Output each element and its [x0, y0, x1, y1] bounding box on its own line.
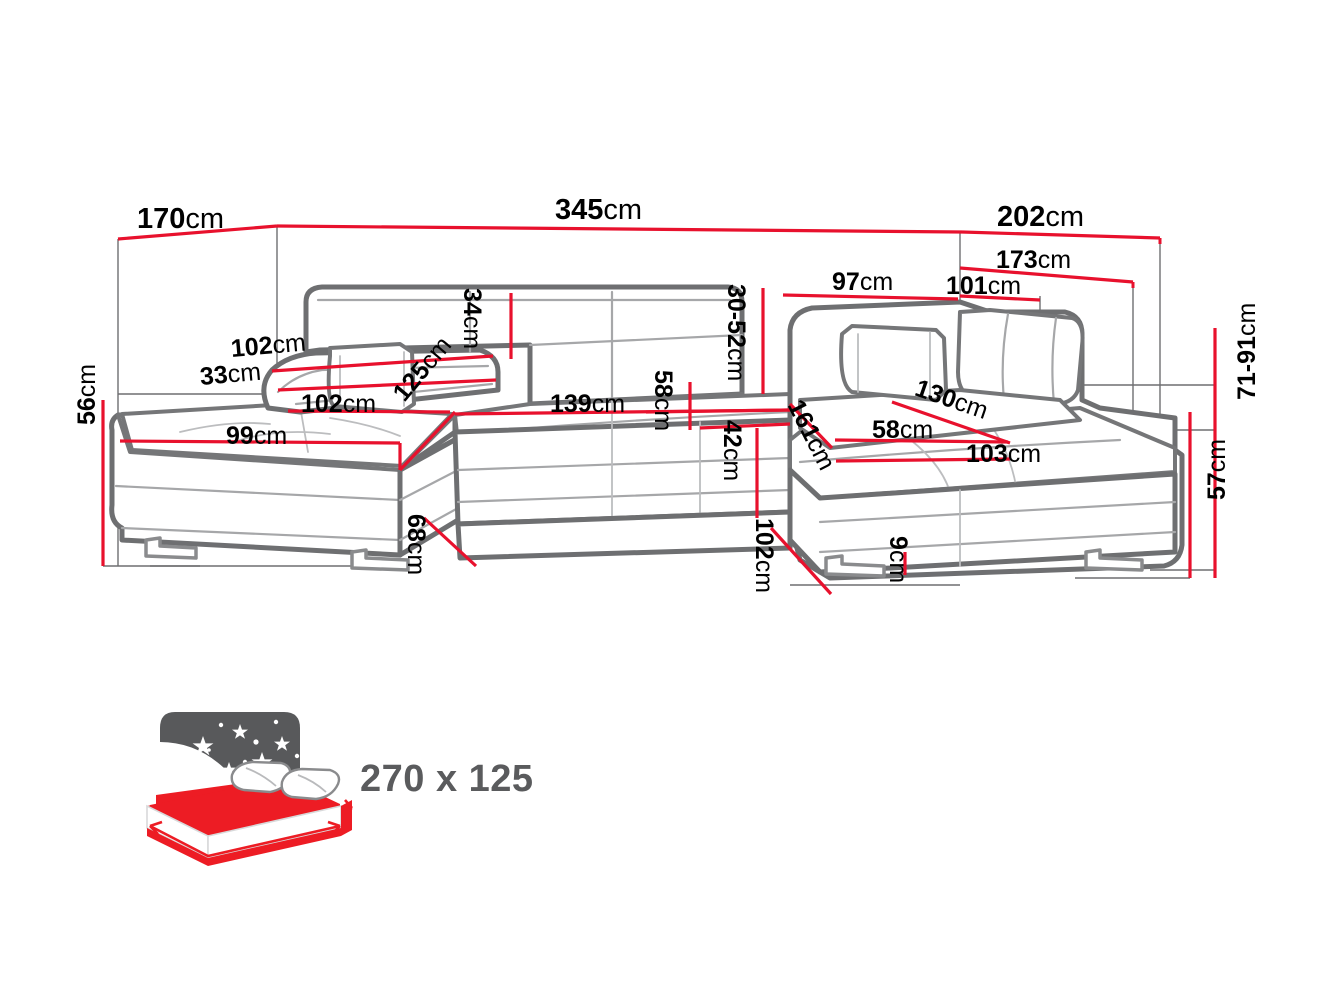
dim-label-58-right: 58cm — [872, 416, 934, 444]
left-chaise — [109, 402, 461, 572]
dim-label-173: 173cm — [996, 246, 1072, 274]
dim-label-345: 345cm — [555, 194, 643, 226]
dim-label-170: 170cm — [137, 203, 225, 235]
left-scatter-cushion — [326, 342, 416, 414]
right-chaise — [787, 299, 1185, 581]
dim-label-103: 103cm — [966, 440, 1042, 468]
dim-label-97: 97cm — [832, 268, 894, 296]
dim-label-101: 101cm — [946, 272, 1022, 300]
dim-label-99: 99cm — [226, 422, 288, 450]
dimension-lines — [101, 224, 1217, 596]
dim-label-102-seat: 102cm — [301, 390, 377, 418]
dim-label-202: 202cm — [997, 201, 1085, 233]
bed-size-label: 270 x 125 — [360, 758, 534, 800]
dim-label-139: 139cm — [550, 390, 626, 418]
